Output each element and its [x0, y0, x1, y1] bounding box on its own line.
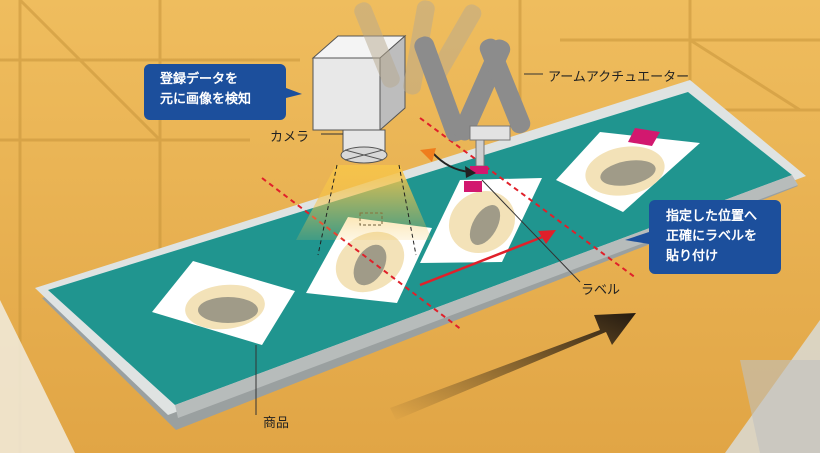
- floor-wedges: [0, 300, 820, 453]
- callout-apply-text: 指定した位置へ 正確にラベルを 貼り付け: [666, 209, 758, 264]
- product-4: [556, 128, 700, 212]
- camera-label: カメラ: [270, 130, 310, 145]
- product-label: 商品: [263, 416, 290, 431]
- guide-lines: [261, 117, 637, 331]
- actuator-label: アームアクチュエーター: [548, 70, 690, 85]
- placement-arrow-head: [538, 230, 556, 244]
- camera-beam-edges: [317, 164, 417, 256]
- camera-beam: [296, 165, 432, 240]
- callout-detect-bubble: [144, 64, 302, 120]
- label-label: ラベル: [581, 283, 621, 298]
- callout-apply-bubble: [625, 200, 781, 274]
- placement-arrow-line: [419, 234, 546, 287]
- arm-actuator: [414, 36, 531, 174]
- product-3: [420, 178, 542, 263]
- callout-detect-text: 登録データを 元に画像を検知: [160, 72, 252, 107]
- product-1: [152, 261, 295, 345]
- camera: [311, 34, 407, 164]
- direction-arrow: [390, 313, 636, 420]
- pick-arrow-head: [465, 166, 476, 178]
- label-leader-line: [481, 179, 581, 283]
- orange-tag: [420, 148, 436, 162]
